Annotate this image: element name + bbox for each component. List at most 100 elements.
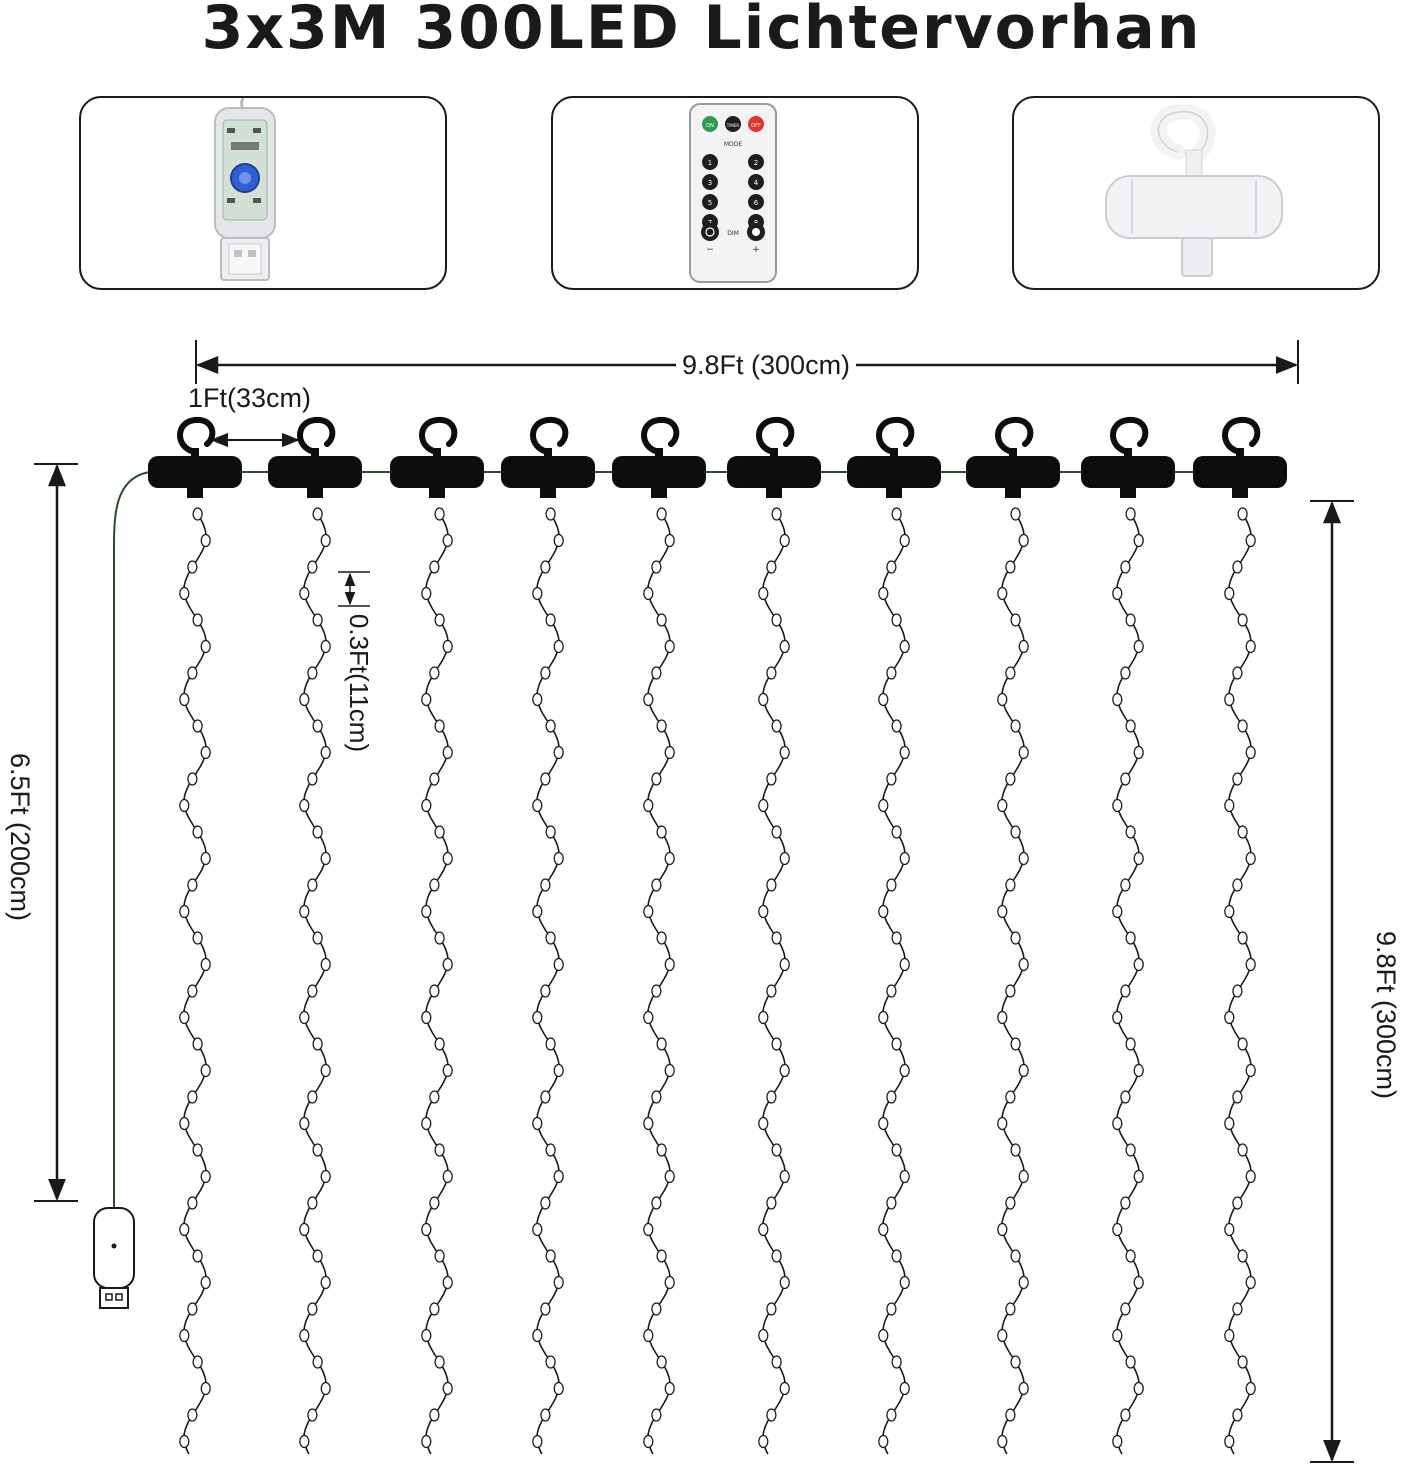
led-bulb: [758, 1328, 769, 1343]
led-bulb: [779, 639, 790, 654]
led-bulb: [1018, 851, 1029, 866]
hook-holder-icon: [1193, 416, 1287, 498]
led-bulb: [758, 1434, 769, 1449]
led-bulb: [1245, 1381, 1256, 1396]
led-bulb: [1010, 825, 1021, 839]
led-bulb: [299, 1328, 310, 1343]
led-bulb: [651, 1196, 662, 1210]
led-bulb: [532, 1010, 543, 1025]
led-bulb: [1237, 719, 1248, 733]
remote-key-label: 5: [708, 199, 712, 207]
led-bulb: [1010, 719, 1021, 733]
led-bulb: [1018, 745, 1029, 760]
led-bulb: [891, 825, 902, 839]
led-bulb: [664, 533, 675, 548]
usb-controller-panel: [79, 96, 447, 290]
led-bulb: [179, 586, 190, 601]
led-bulb: [434, 613, 445, 627]
led-bulb: [1120, 772, 1131, 786]
led-bulb: [545, 613, 556, 627]
led-bulb: [187, 984, 198, 998]
led-bulb: [442, 1169, 453, 1184]
led-bulb: [553, 1275, 564, 1290]
led-bulb: [421, 798, 432, 813]
led-bulb: [878, 1116, 889, 1131]
led-bulb: [540, 560, 551, 574]
light-strand: [762, 509, 786, 1455]
led-bulb: [1245, 745, 1256, 760]
led-bulb: [997, 1222, 1008, 1237]
led-bulb: [1224, 1328, 1235, 1343]
led-bulb: [1237, 613, 1248, 627]
led-bulb: [545, 1037, 556, 1051]
led-bulb: [656, 1037, 667, 1051]
led-bulb: [758, 798, 769, 813]
led-bulb: [1224, 586, 1235, 601]
led-bulb: [1018, 533, 1029, 548]
led-bulb: [779, 1381, 790, 1396]
led-bulb: [1224, 904, 1235, 919]
led-bulb: [187, 560, 198, 574]
led-bulb: [886, 1196, 897, 1210]
led-bulb: [1237, 507, 1248, 521]
led-bulb: [1133, 957, 1144, 972]
remote-off-label: OFF: [751, 123, 761, 129]
led-bulb: [997, 1434, 1008, 1449]
led-bulb: [1005, 1090, 1016, 1104]
light-strand: [425, 509, 449, 1455]
led-bulb: [187, 772, 198, 786]
led-bulb: [1112, 1328, 1123, 1343]
led-bulb: [1237, 1037, 1248, 1051]
led-bulb: [643, 904, 654, 919]
led-bulb: [179, 1010, 190, 1025]
led-bulb: [434, 1249, 445, 1263]
led-bulb: [886, 1302, 897, 1316]
led-bulb: [545, 931, 556, 945]
led-bulb: [1232, 878, 1243, 892]
led-bulb: [643, 586, 654, 601]
led-bulb: [664, 639, 675, 654]
led-spacing-label: 0.3Ft(11cm): [344, 613, 374, 753]
led-bulb: [997, 1116, 1008, 1131]
led-bulb: [891, 613, 902, 627]
led-bulb: [442, 1381, 453, 1396]
hook-holder-icon: [148, 416, 242, 498]
led-bulb: [192, 1249, 203, 1263]
remote-on-button: [702, 116, 718, 132]
led-bulb: [1232, 666, 1243, 680]
led-bulb: [299, 1010, 310, 1025]
led-bulb: [307, 878, 318, 892]
led-bulb: [429, 1196, 440, 1210]
led-bulb: [299, 692, 310, 707]
led-bulb: [899, 957, 910, 972]
light-strand: [1116, 509, 1140, 1455]
led-bulb: [1232, 772, 1243, 786]
led-bulb: [1005, 666, 1016, 680]
remote-key-6: [748, 194, 764, 210]
led-bulb: [1245, 1063, 1256, 1078]
led-bulb: [200, 639, 211, 654]
led-bulb: [179, 1328, 190, 1343]
led-bulb: [192, 719, 203, 733]
led-bulb: [312, 613, 323, 627]
led-bulb: [1224, 1010, 1235, 1025]
light-strand: [647, 509, 671, 1455]
remote-plus-label: +: [752, 245, 760, 255]
led-bulb: [1245, 957, 1256, 972]
led-bulb: [200, 1275, 211, 1290]
led-bulb: [1120, 984, 1131, 998]
led-bulb: [545, 825, 556, 839]
led-bulb: [540, 1302, 551, 1316]
led-bulb: [651, 984, 662, 998]
led-bulb: [1133, 533, 1144, 548]
led-bulb: [1224, 1222, 1235, 1237]
led-bulb: [434, 825, 445, 839]
light-strand: [183, 509, 207, 1455]
remote-control-icon: ON TIMER OFF MODE 12345678 DIM − +: [689, 103, 777, 283]
led-bulb: [643, 1328, 654, 1343]
led-bulb: [1125, 507, 1136, 521]
led-bulb: [320, 745, 331, 760]
led-bulb: [766, 878, 777, 892]
led-bulb: [553, 745, 564, 760]
hook-holder-icon: [727, 416, 821, 498]
